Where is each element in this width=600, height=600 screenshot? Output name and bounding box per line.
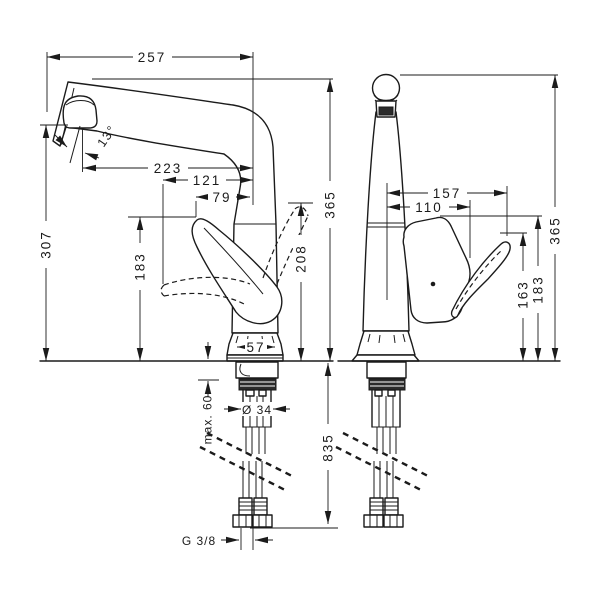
dim-side-total-height: 365	[400, 74, 563, 361]
front-hose-break-line	[199, 445, 288, 493]
dim-label-handle-max-reach: 157	[433, 186, 462, 201]
dim-label-front-total-height: 365	[323, 190, 338, 219]
side-body-outline	[362, 111, 410, 332]
front-handle-dashed-positions	[160, 206, 309, 306]
dim-label-outlet-projection: 223	[154, 161, 183, 176]
dim-outlet-projection: 223	[83, 160, 253, 176]
dim-base-width: 57	[237, 339, 275, 355]
dim-label-front-handle-height: 183	[133, 252, 148, 281]
front-spray-angle: 13°	[54, 122, 119, 172]
dim-label-base-width: 57	[246, 340, 265, 355]
dim-label-supply-hose-length: 835	[321, 433, 336, 462]
front-handle-lever	[191, 218, 283, 325]
side-hose-break-line	[335, 445, 424, 493]
dim-connection-thread: G 3/8	[182, 528, 273, 550]
dim-handle-max-reach: 157	[386, 183, 508, 300]
side-handle-lever-blade	[450, 241, 511, 319]
front-aerator	[62, 95, 98, 129]
side-base	[337, 330, 561, 362]
front-shank-assembly	[199, 361, 295, 528]
dim-label-handle-raised-height: 208	[294, 244, 309, 273]
dim-handle-tip-projection: 79	[195, 189, 250, 217]
dim-handle-pivot-height: 163	[500, 232, 531, 361]
front-view: 13°	[38, 49, 338, 550]
dim-label-side-total-height: 365	[548, 216, 563, 245]
dim-handle-raised-height: 208	[288, 202, 313, 361]
dim-label-side-handle-height: 183	[531, 275, 546, 304]
dim-label-handle-projection: 121	[193, 173, 222, 188]
dim-shank-diameter: Ø 34	[224, 402, 290, 417]
dim-label-spout-reach: 257	[138, 50, 167, 65]
dim-max-mount-thickness: max. 60	[198, 342, 219, 444]
dim-label-handle-pivot-height: 163	[516, 280, 531, 309]
side-spout-head	[371, 73, 401, 118]
dim-label-handle-tip-projection: 79	[212, 190, 231, 205]
dim-supply-hose-length: 835	[250, 363, 338, 529]
side-shank-assembly	[335, 361, 431, 528]
dim-label-outlet-height: 307	[39, 230, 54, 259]
dim-label-handle-reach: 110	[415, 200, 443, 215]
dim-label-max-mount-thickness: max. 60	[201, 395, 215, 445]
dim-front-handle-height: 183	[128, 216, 196, 361]
dim-side-handle-height: 183	[440, 215, 546, 361]
dim-spout-reach: 257	[46, 49, 254, 205]
dim-label-shank-diameter: Ø 34	[242, 403, 272, 417]
dim-outlet-height: 307	[38, 124, 68, 361]
dim-label-connection-thread: G 3/8	[182, 534, 216, 548]
side-hose-break-line	[342, 431, 431, 479]
dim-front-total-height: 365	[92, 78, 338, 361]
side-view: 157 110 365 183 163	[335, 73, 563, 528]
dim-handle-reach: 110	[387, 199, 471, 258]
dim-handle-projection: 121	[162, 172, 253, 284]
front-hose-break-line	[206, 431, 295, 479]
side-handle	[402, 216, 511, 324]
